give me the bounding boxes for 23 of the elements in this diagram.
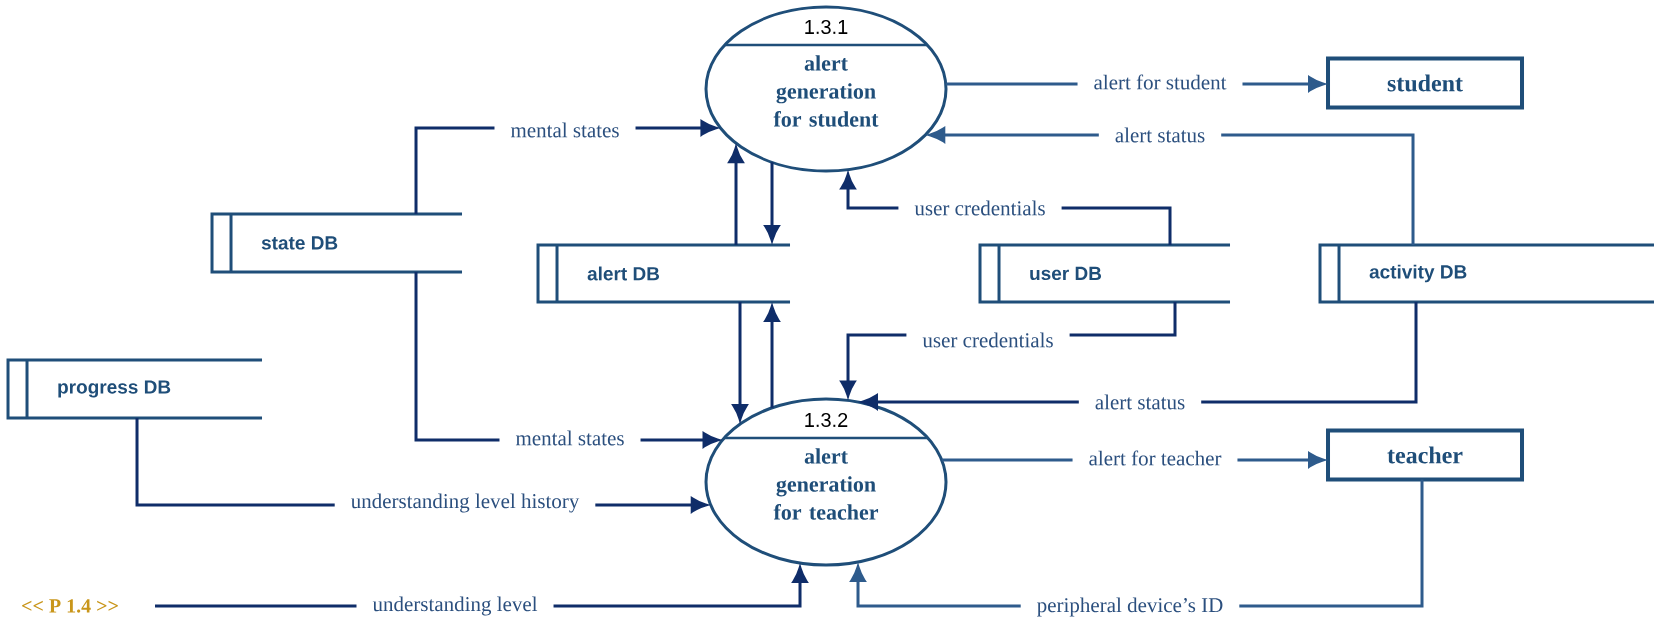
arrow [764,305,780,408]
edge-label: peripheral device’s ID [1020,593,1240,621]
edge-label: alert status [1098,123,1222,147]
data-store: state DB [210,212,462,274]
data-store: alert DB [536,243,790,304]
entity-box: student [1326,56,1524,110]
entity-box: teacher [1326,428,1524,482]
edge-label: mental states [494,118,636,142]
edge-label: alert status [1078,390,1202,414]
arrow [728,146,744,245]
arrow [732,302,748,421]
edge-label: alert for student [1077,70,1243,94]
data-store: activity DB [1318,243,1654,304]
edge-label: user credentials [906,328,1070,352]
edge-label: user credentials [898,196,1062,220]
data-store: user DB [978,243,1230,304]
edge-label: mental states [499,426,641,450]
process-reference: << P 1.4 >> [22,599,118,613]
edge-label: understanding level [356,592,554,620]
data-store: progress DB [6,358,262,420]
edge-label: understanding level history [334,489,596,517]
arrow [764,162,780,242]
edge-label: alert for teacher [1072,446,1238,470]
